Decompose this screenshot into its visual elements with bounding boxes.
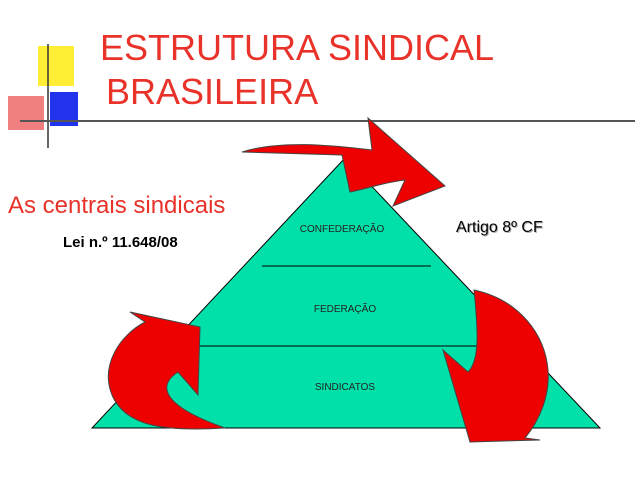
pyramid-shape bbox=[90, 157, 602, 429]
slide-title: ESTRUTURA SINDICAL BRASILEIRA bbox=[100, 26, 494, 114]
tier-label-sindicatos: SINDICATOS bbox=[315, 382, 376, 393]
law-reference: Lei n.º 11.648/08 bbox=[63, 234, 178, 251]
pink-square bbox=[8, 96, 44, 130]
tier-label-federacao: FEDERAÇÃO bbox=[314, 302, 376, 315]
yellow-square bbox=[38, 46, 74, 86]
bottom-left-arrow-shape bbox=[107, 311, 226, 430]
right-arrow-shape bbox=[442, 289, 549, 443]
top-arrow-shape bbox=[241, 116, 446, 207]
title-line-1: ESTRUTURA SINDICAL bbox=[100, 27, 495, 68]
decorative-squares bbox=[8, 44, 78, 148]
constitution-article-label: Artigo 8º CF bbox=[456, 219, 543, 236]
tier-label-confederacao: CONFEDERAÇÃO bbox=[300, 222, 385, 235]
title-underline bbox=[20, 120, 635, 122]
centrais-sindicais-label: As centrais sindicais bbox=[8, 192, 226, 219]
title-line-2: BRASILEIRA bbox=[106, 71, 319, 112]
